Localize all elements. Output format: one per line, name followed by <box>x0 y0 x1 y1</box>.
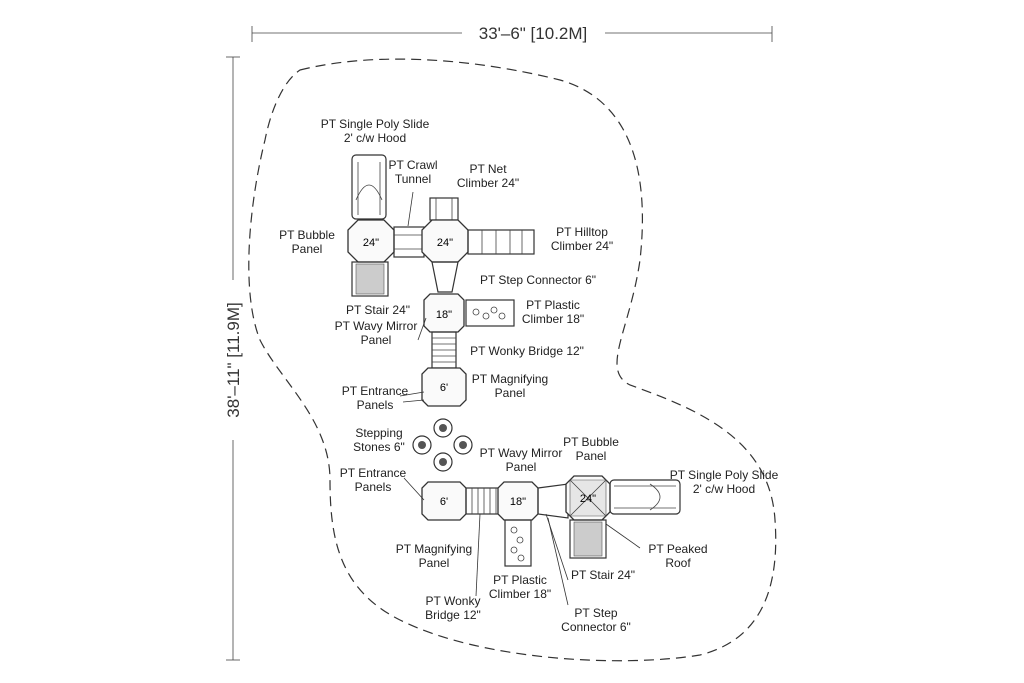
stair-bottom <box>569 519 607 559</box>
deck-mid <box>423 293 465 333</box>
slide-bottom <box>609 479 681 515</box>
deck-mid-label: 18" <box>436 309 452 321</box>
label-stepping-stones: Stepping Stones 6" <box>353 426 405 454</box>
label-crawl-tunnel: PT Crawl Tunnel <box>388 158 438 186</box>
label-magnifying-top: PT Magnifying Panel <box>471 372 549 400</box>
plastic-climber-top <box>465 299 515 327</box>
deck-lower-right-label: 24" <box>580 493 596 505</box>
stair-top <box>351 261 389 297</box>
label-magnifying-bottom: PT Magnifying Panel <box>395 542 473 570</box>
stepping-stones <box>412 418 473 472</box>
label-bubble-panel-bottom: PT Bubble Panel <box>563 435 619 463</box>
step-connector-bottom <box>537 483 569 519</box>
height-dimension-text: 38'–11" [11.9M] <box>224 302 243 417</box>
label-entrance-panels-top: PT Entrance Panels <box>341 384 409 412</box>
slide-top <box>351 154 387 220</box>
deck-top-left-label: 24" <box>363 237 379 249</box>
wonky-bridge-bottom <box>465 487 501 515</box>
width-dimension-text: 33'–6" [10.2M] <box>479 24 588 43</box>
label-wonky-bridge-bottom: PT Wonky Bridge 12" <box>425 594 481 622</box>
label-wonky-bridge-top: PT Wonky Bridge 12" <box>470 344 584 358</box>
deck-entrance-bottom-label: 6' <box>440 496 448 508</box>
step-connector-top <box>431 261 459 293</box>
deck-entrance-top-label: 6' <box>440 382 448 394</box>
deck-lower-mid-label: 18" <box>510 496 526 508</box>
label-slide-top: PT Single Poly Slide 2' c/w Hood <box>320 117 430 145</box>
wonky-bridge-top <box>431 331 457 369</box>
width-dimension: 33'–6" [10.2M] <box>251 24 773 43</box>
label-wavy-mirror-top: PT Wavy Mirror Panel <box>334 319 418 347</box>
hilltop-climber <box>467 229 535 255</box>
deck-top-mid-label: 24" <box>437 237 453 249</box>
label-entrance-panels-bottom: PT Entrance Panels <box>339 466 407 494</box>
label-step-connector-bottom: PT Step Connector 6" <box>561 606 631 634</box>
label-slide-bottom: PT Single Poly Slide 2' c/w Hood <box>669 468 779 496</box>
label-wavy-mirror-bottom: PT Wavy Mirror Panel <box>479 446 563 474</box>
label-step-connector-top: PT Step Connector 6" <box>479 273 597 287</box>
crawl-tunnel <box>393 226 425 258</box>
plastic-climber-bottom <box>504 519 532 567</box>
deck-entrance-bottom <box>421 481 467 521</box>
label-net-climber: PT Net Climber 24" <box>456 162 520 190</box>
label-plastic-climber-top: PT Plastic Climber 18" <box>521 298 585 326</box>
deck-entrance-top <box>421 367 467 407</box>
safety-zone-boundary <box>248 58 777 662</box>
deck-lower-right <box>565 475 611 521</box>
label-stair-bottom: PT Stair 24" <box>570 568 636 582</box>
label-bubble-panel-top: PT Bubble Panel <box>279 228 335 256</box>
net-climber <box>429 197 459 221</box>
label-peaked-roof: PT Peaked Roof <box>648 542 708 570</box>
label-stair-top: PT Stair 24" <box>345 303 411 317</box>
height-dimension: 38'–11" [11.9M] <box>224 56 243 661</box>
deck-lower-mid <box>497 481 539 521</box>
label-plastic-climber-bottom: PT Plastic Climber 18" <box>488 573 552 601</box>
leader-lines <box>399 191 641 606</box>
label-hilltop-climber: PT Hilltop Climber 24" <box>550 225 614 253</box>
